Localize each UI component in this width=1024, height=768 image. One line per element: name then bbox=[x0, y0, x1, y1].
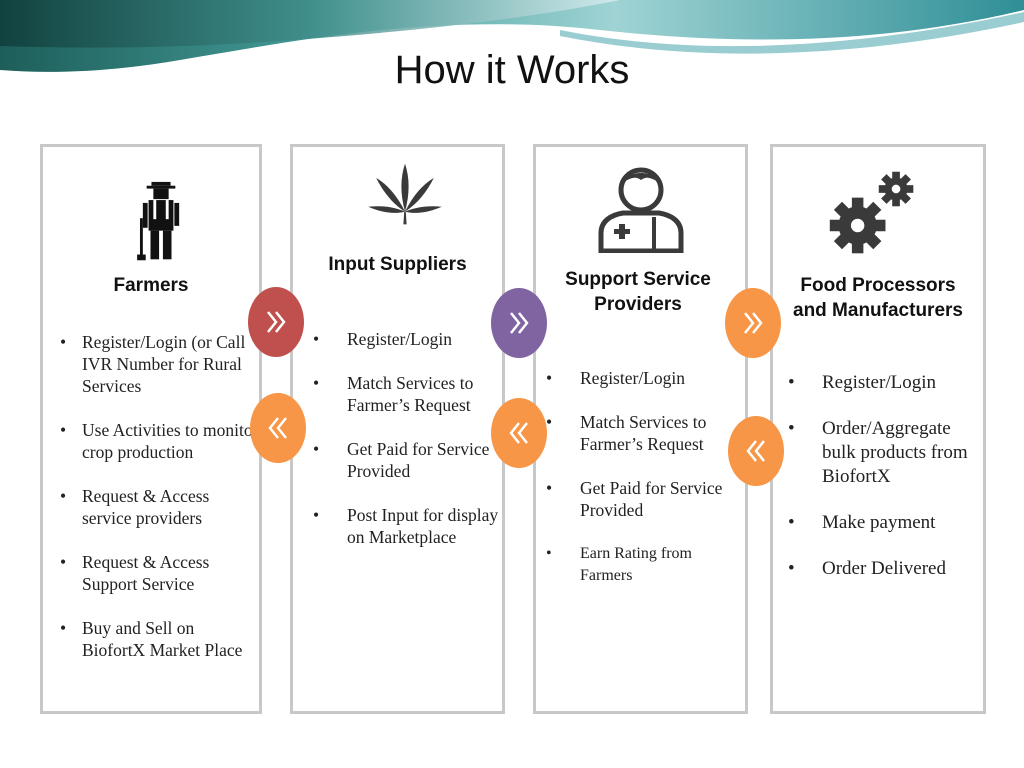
list-item: Get Paid for Service Provided bbox=[313, 438, 503, 482]
list-item: Request & Access service providers bbox=[60, 485, 260, 529]
arrow-forward-support-to-processors[interactable] bbox=[725, 288, 781, 358]
list-item: Register/Login bbox=[546, 367, 746, 389]
column-title-farmers: Farmers bbox=[113, 275, 189, 296]
doctor-icon bbox=[598, 167, 684, 253]
column-title-support-service-providers: Support Service Providers bbox=[565, 269, 711, 315]
gears-icon bbox=[829, 171, 914, 254]
chevron-double-left-icon bbox=[268, 417, 287, 439]
chevron-double-left-icon bbox=[509, 422, 528, 444]
column-input-suppliers: Input Suppliers Register/Login Match Ser… bbox=[290, 144, 505, 714]
arrow-back-suppliers-to-farmers[interactable] bbox=[250, 393, 306, 463]
column-farmers: Farmers Register/Login (or Call IVR Numb… bbox=[40, 144, 262, 714]
list-item: Match Services to Farmer’s Request bbox=[313, 372, 503, 416]
list-item: Register/Login bbox=[788, 371, 986, 395]
column-title-food-processors: Food Processors and Manufacturers bbox=[793, 275, 963, 321]
list-item: Get Paid for Service Provided bbox=[546, 477, 746, 521]
list-item: Buy and Sell on BiofortX Market Place bbox=[60, 617, 260, 661]
chevron-double-right-icon bbox=[510, 312, 529, 334]
chevron-double-right-icon bbox=[744, 312, 763, 334]
list-item: Order/Aggregate bulk products from Biofo… bbox=[788, 417, 986, 489]
leaf-icon bbox=[368, 163, 442, 225]
list-item: Request & Access Support Service bbox=[60, 551, 260, 595]
arrow-back-support-to-suppliers[interactable] bbox=[491, 398, 547, 468]
arrow-back-processors-to-support[interactable] bbox=[728, 416, 784, 486]
list-input-suppliers: Register/Login Match Services to Farmer’… bbox=[313, 328, 503, 570]
arrow-forward-farmers-to-suppliers[interactable] bbox=[248, 287, 304, 357]
farmer-icon bbox=[137, 181, 180, 261]
list-item: Post Input for display on Marketplace bbox=[313, 504, 503, 548]
list-item: Use Activities to monitor crop productio… bbox=[60, 419, 260, 463]
column-title-input-suppliers: Input Suppliers bbox=[328, 254, 467, 275]
arrow-forward-suppliers-to-support[interactable] bbox=[491, 288, 547, 358]
list-item: Match Services to Farmer’s Request bbox=[546, 411, 746, 455]
list-farmers: Register/Login (or Call IVR Number for R… bbox=[60, 331, 260, 683]
list-food-processors: Register/Login Order/Aggregate bulk prod… bbox=[788, 371, 986, 603]
list-item: Register/Login (or Call IVR Number for R… bbox=[60, 331, 260, 397]
list-support-service-providers: Register/Login Match Services to Farmer’… bbox=[546, 367, 746, 609]
column-support-service-providers: Support Service Providers Register/Login… bbox=[533, 144, 748, 714]
column-food-processors: Food Processors and Manufacturers Regist… bbox=[770, 144, 986, 714]
list-item: Order Delivered bbox=[788, 557, 986, 581]
page-title: How it Works bbox=[394, 48, 630, 92]
list-item: Register/Login bbox=[313, 328, 503, 350]
chevron-double-right-icon bbox=[267, 311, 286, 333]
header-wave-decoration bbox=[0, 0, 1024, 72]
list-item: Make payment bbox=[788, 511, 986, 535]
chevron-double-left-icon bbox=[746, 440, 765, 462]
list-item: Earn Rating from Farmers bbox=[546, 543, 746, 587]
